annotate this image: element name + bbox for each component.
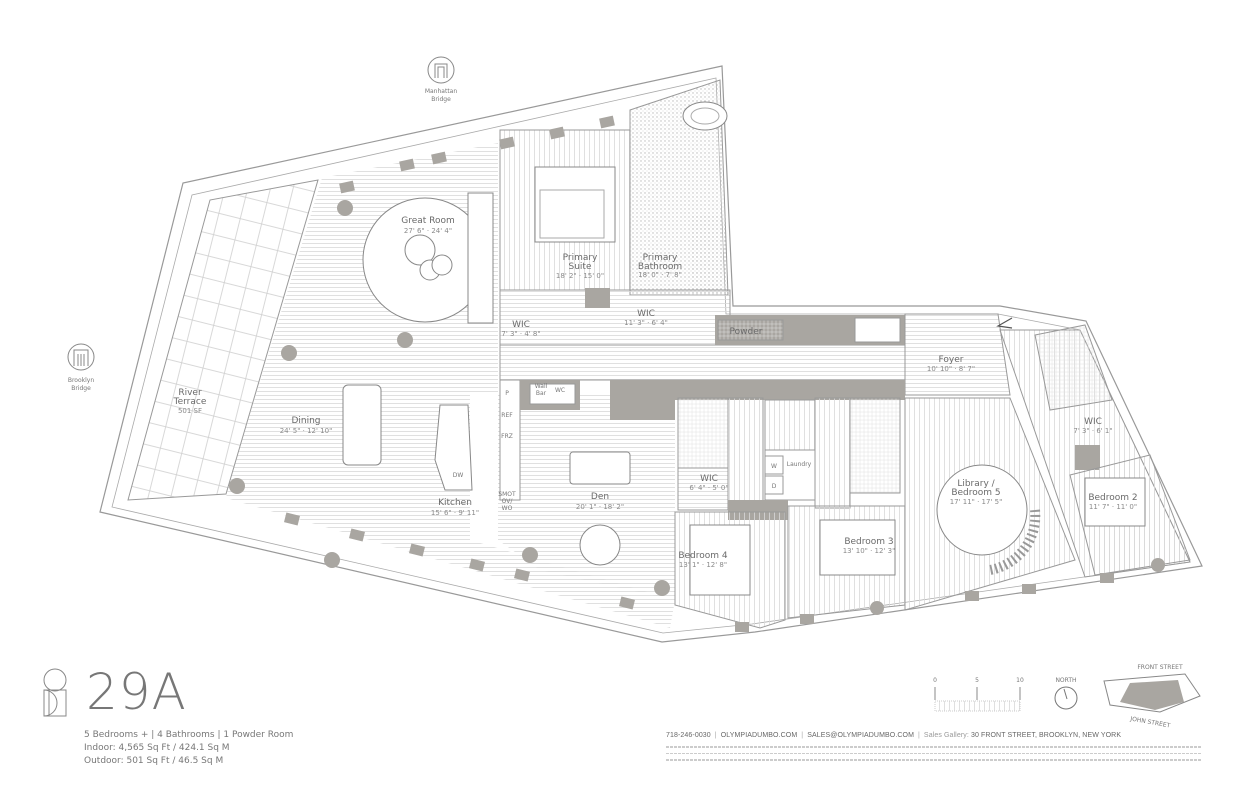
scale-tick-0: 0 (933, 677, 937, 684)
ref-label: REF (501, 412, 513, 419)
den-label: Den (591, 492, 609, 502)
unit-specs: 5 Bedrooms + | 4 Bathrooms | 1 Powder Ro… (84, 729, 293, 768)
great-room-dims: 27' 6" · 24' 4" (404, 227, 452, 235)
primary-bed (534, 166, 616, 243)
window-mullions (283, 115, 1114, 632)
room-count: 5 Bedrooms + | 4 Bathrooms | 1 Powder Ro… (84, 730, 294, 740)
wic-bed4-dims: 6' 4" · 5' 0" (689, 484, 728, 492)
primary-suite-label-1: Primary (563, 253, 598, 263)
primary-suite-dims: 18' 2" · 15' 0" (556, 272, 604, 280)
wic-bed2-label: WIC (1084, 417, 1102, 427)
dining-label: Dining (291, 416, 320, 426)
foyer-floor (904, 313, 1011, 396)
key-plan-front-street: FRONT STREET (1137, 664, 1183, 671)
phone-number[interactable]: 718-246-0030 (666, 732, 711, 739)
river-terrace-label-2: Terrace (173, 397, 207, 407)
kitchen-island (434, 404, 473, 491)
room-labels: Great Room 27' 6" · 24' 4" River Terrace… (173, 216, 1138, 569)
indoor-area: Indoor: 4,565 Sq Ft / 424.1 Sq M (84, 743, 230, 753)
laundry-label: Laundry (787, 461, 812, 468)
river-terrace-label-1: River (178, 388, 202, 398)
foyer-dims: 10' 10" · 8' 7" (927, 365, 975, 373)
sales-gallery-address: 30 FRONT STREET, BROOKLYN, NEW YORK (970, 732, 1122, 739)
wic-b-dims: 11' 3" · 6' 4" (624, 319, 668, 327)
sales-gallery-label: Sales Gallery: (923, 732, 969, 739)
bedroom-4-dims: 13' 1" · 12' 8" (679, 561, 727, 569)
dining-table (342, 384, 382, 466)
wc-label: WC (555, 387, 565, 394)
library-label-1: Library / (957, 479, 995, 489)
key-plan: FRONT STREET JOHN STREET (1103, 664, 1201, 730)
interior-floor (226, 143, 675, 628)
bedroom-2-dims: 11' 7" · 11' 0" (1089, 503, 1137, 511)
pantry-label: P (505, 390, 509, 397)
river-terrace-area: 501 SF (178, 407, 202, 415)
wic-a-dims: 7' 3" · 4' 8" (501, 330, 540, 338)
contact-bar: 718-246-0030|OLYMPIADUMBO.COM|SALES@OLYM… (666, 732, 1122, 739)
dining-dims: 24' 5" · 12' 10" (280, 427, 333, 435)
manhattan-bridge-marker: Manhattan Bridge (425, 56, 458, 103)
manhattan-bridge-label-1: Manhattan (425, 88, 458, 95)
library-dims: 17' 11" · 17' 5" (950, 498, 1003, 506)
den-dims: 20' 1" · 18' 2" (576, 503, 624, 511)
bedroom-4-label: Bedroom 4 (678, 551, 728, 561)
wic-a-label: WIC (512, 320, 530, 330)
bedroom-3-label: Bedroom 3 (844, 537, 893, 547)
wic-b-label: WIC (637, 309, 655, 319)
brooklyn-bridge-label-2: Bridge (71, 385, 91, 392)
columns (229, 200, 1165, 615)
manhattan-bridge-label-2: Bridge (431, 96, 451, 103)
river-terrace (127, 179, 319, 501)
frz-label: FRZ (501, 433, 513, 440)
dryer-label: D (772, 483, 777, 490)
olympia-logo (43, 668, 67, 717)
north-compass: NORTH (1054, 677, 1078, 710)
pool-table (569, 451, 631, 485)
great-room-label: Great Room (401, 216, 455, 226)
legal-disclaimer (666, 746, 1202, 770)
gallery-corridor (499, 344, 906, 381)
brooklyn-bridge-marker: Brooklyn Bridge (67, 343, 95, 392)
wic-bed2-dims: 7' 3" · 6' 1" (1073, 427, 1112, 435)
scale-tick-10: 10 (1016, 677, 1024, 684)
washer-label: W (771, 463, 777, 470)
bedroom-3-dims: 13' 10" · 12' 3" (843, 547, 896, 555)
library-round-rug (936, 464, 1028, 556)
powder-label: Powder (730, 327, 763, 337)
scale-tick-5: 5 (975, 677, 979, 684)
foyer-label: Foyer (939, 355, 964, 365)
website-link[interactable]: OLYMPIADUMBO.COM (720, 732, 798, 739)
dishwasher-label: DW (453, 472, 464, 479)
oven-label-3: WO (502, 505, 513, 512)
primary-suite-label-2: Suite (569, 262, 592, 272)
brooklyn-bridge-label-1: Brooklyn (68, 377, 94, 384)
unit-number: 29A (86, 663, 187, 721)
primary-bathroom-label-1: Primary (643, 253, 678, 263)
oven-label-1: SMOT (498, 491, 516, 498)
email-link[interactable]: SALES@OLYMPIADUMBO.COM (807, 732, 914, 739)
north-label: NORTH (1055, 677, 1076, 684)
primary-bathroom-label-2: Bathroom (638, 262, 682, 272)
entry-arrow-icon (996, 317, 1013, 329)
oven-label-2: OV/ (502, 498, 514, 505)
kitchen-label: Kitchen (438, 498, 472, 508)
library-label-2: Bedroom 5 (951, 488, 1000, 498)
kitchen-dims: 15' 6" · 9' 11" (431, 509, 479, 517)
primary-bathroom-dims: 18' 0" · 7' 8" (638, 271, 682, 279)
key-plan-john-street: JOHN STREET (1129, 715, 1171, 729)
outdoor-area: Outdoor: 501 Sq Ft / 46.5 Sq M (84, 756, 224, 766)
wic-bed4-label: WIC (700, 474, 718, 484)
scale-bar: 0 5 10 (933, 677, 1024, 712)
wall-bar-label-1: Wall (535, 383, 548, 390)
wall-bar-label-2: Bar (536, 390, 547, 397)
bedroom-2-label: Bedroom 2 (1088, 493, 1137, 503)
